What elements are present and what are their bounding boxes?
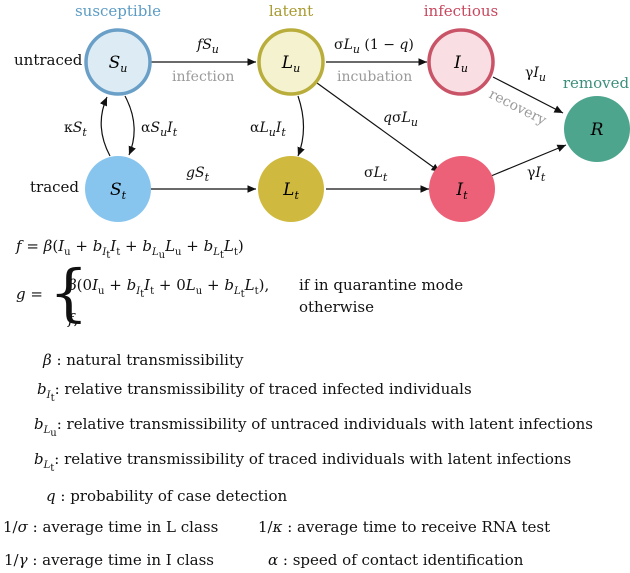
node-Lt: Lt [258, 156, 324, 222]
node-Iu-circle [427, 28, 495, 96]
arrow-Iu-R [492, 76, 564, 114]
equation-g-case1-cond: if in quarantine mode [299, 276, 464, 294]
node-Iu-label: Iu [453, 53, 468, 75]
legend-alpha: α : speed of contact identification [268, 551, 524, 569]
equation-g-lhs: g = [16, 285, 43, 303]
arrow-Lu-Lt [297, 95, 305, 157]
node-St-circle [85, 156, 151, 222]
legend-sigma: 1/σ : average time in L class [3, 518, 219, 536]
label-kappaSt: κSt [64, 120, 87, 139]
node-Su-label: Su [109, 53, 128, 75]
label-gammaIu: γIu [525, 65, 546, 84]
label-alphaLuIt: αLuIt [250, 120, 286, 139]
legend-q: q : probability of case detection [46, 487, 288, 505]
arrow-Lu-It [316, 82, 441, 173]
arrow-It-R [490, 144, 567, 177]
equation-g-case2: f, [68, 310, 79, 328]
equation-g-case2-cond: otherwise [299, 298, 374, 316]
label-gSt: gSt [186, 165, 210, 184]
arrow-Su-St [124, 95, 136, 156]
node-Su: Su [84, 28, 152, 96]
label-incubation: incubation [337, 69, 412, 85]
label-gammaIt: γIt [527, 165, 546, 184]
legend-beta: β : natural transmissibility [43, 351, 244, 369]
node-St: St [85, 156, 151, 222]
node-Lu-label: Lu [281, 53, 300, 75]
legend-bIt: bIt: relative transmissibility of traced… [37, 380, 472, 404]
legend-bLu: bLu: relative transmissibility of untrac… [34, 415, 593, 439]
label-qsigmaLu: qσLu [383, 110, 418, 129]
legend-bLt: bLt: relative transmissibility of traced… [34, 450, 572, 474]
category-removed: removed [563, 74, 630, 92]
label-infection: infection [172, 69, 234, 85]
label-fSu: fSu [196, 37, 219, 56]
node-Lt-label: Lt [282, 180, 299, 202]
node-Lt-circle [258, 156, 324, 222]
node-Iu: Iu [427, 28, 495, 96]
node-R-label: R [590, 120, 604, 140]
label-sigmaLt: σLt [364, 165, 388, 184]
node-St-label: St [110, 180, 127, 202]
node-R: R [564, 96, 630, 162]
node-Su-circle [84, 28, 152, 96]
node-R-circle [564, 96, 630, 162]
legend-gamma: 1/γ : average time in I class [4, 551, 214, 569]
node-It: It [429, 156, 495, 222]
equation-g-brace: { [49, 256, 89, 329]
equation-g-case1: β(0Iu + bItIt + 0Lu + bLtLt), [68, 276, 270, 300]
node-It-label: It [455, 180, 468, 202]
equation-f: f = β(Iu + bItIt + bLuLu + bLtLt) [16, 237, 244, 261]
label-sigmaLu: σLu (1 − q) [334, 37, 414, 56]
label-alphaSuIt: αSuIt [141, 120, 178, 139]
row-label-traced: traced [30, 178, 79, 196]
category-infectious: infectious [424, 2, 499, 20]
category-susceptible: susceptible [75, 2, 161, 20]
label-recovery: recovery [486, 86, 549, 128]
arrow-St-Su [99, 96, 111, 157]
node-Lu-circle [257, 28, 325, 96]
row-label-untraced: untraced [14, 51, 83, 69]
legend-kappa: 1/κ : average time to receive RNA test [258, 518, 551, 536]
flow-diagram: susceptible latent infectious removed un… [14, 2, 630, 222]
node-It-circle [429, 156, 495, 222]
category-latent: latent [269, 2, 313, 20]
node-Lu: Lu [257, 28, 325, 96]
